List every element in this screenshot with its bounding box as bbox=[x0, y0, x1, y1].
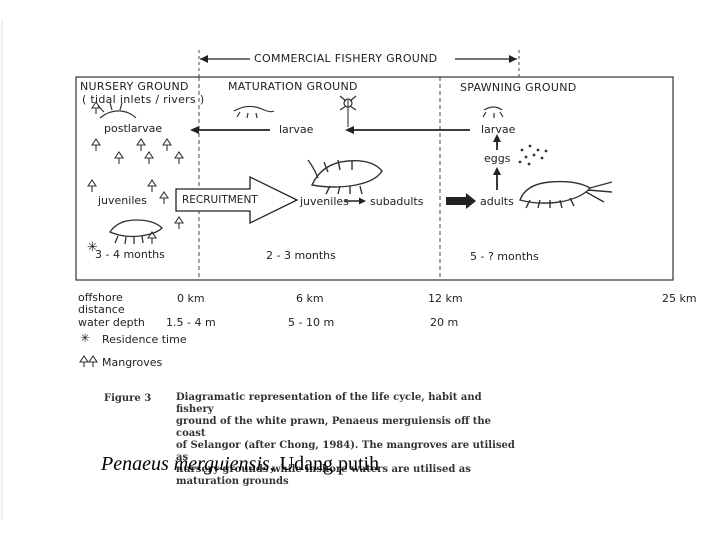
depth-3: 20 m bbox=[430, 316, 459, 329]
km-0: 0 km bbox=[177, 292, 205, 305]
commercial-fishery-banner: COMMERCIAL FISHERY GROUND bbox=[254, 52, 438, 65]
maturation-ground-label: MATURATION GROUND bbox=[228, 80, 358, 93]
juvenile-prawn-icon bbox=[109, 219, 163, 245]
nursery-ground-sublabel: ( tidal inlets / rivers ) bbox=[82, 93, 205, 106]
larva-nauplius-icon bbox=[339, 95, 357, 111]
km-6: 6 km bbox=[296, 292, 324, 305]
larvae-right-label: larvae bbox=[481, 123, 516, 136]
mangrove-icons bbox=[86, 101, 185, 244]
figure-caption-line: maturation grounds bbox=[176, 476, 289, 487]
residence-star-icon: ✳ bbox=[87, 240, 98, 255]
km-25: 25 km bbox=[662, 292, 697, 305]
diagram-frame bbox=[75, 76, 674, 281]
adults-label: adults bbox=[480, 195, 514, 208]
adult-prawn-icon bbox=[519, 180, 613, 209]
eggs-label: eggs bbox=[484, 152, 511, 165]
km-12: 12 km bbox=[428, 292, 463, 305]
residence-legend-icon: ✳ bbox=[80, 331, 91, 345]
residence-legend-text: Residence time bbox=[102, 333, 187, 346]
nursery-duration: 3 - 4 months bbox=[95, 248, 165, 261]
figure-caption: Diagramatic representation of the life c… bbox=[176, 392, 516, 488]
spawning-ground-label: SPAWNING GROUND bbox=[460, 81, 577, 94]
recruitment-arrow bbox=[175, 175, 299, 225]
offshore-label: offshore bbox=[78, 291, 123, 304]
figure-caption-line: ground of the white prawn, Penaeus mergu… bbox=[176, 416, 492, 439]
subadults-to-adults-arrow bbox=[446, 193, 476, 209]
mangrove-legend-icon bbox=[78, 355, 99, 367]
depth-2: 5 - 10 m bbox=[288, 316, 335, 329]
species-name: Penaeus merguiensis bbox=[101, 453, 270, 475]
mangrove-legend-text: Mangroves bbox=[102, 356, 163, 369]
figure-caption-line: nursery grounds while inshore waters are… bbox=[176, 464, 471, 475]
water-depth-label: water depth bbox=[78, 316, 145, 329]
figure-caption-line: of Selangor (after Chong, 1984). The man… bbox=[176, 440, 515, 463]
recruitment-label: RECRUITMENT bbox=[182, 194, 258, 206]
species-caption: Penaeus merguiensis, Udang putih bbox=[101, 453, 379, 476]
maturation-duration: 2 - 3 months bbox=[266, 249, 336, 262]
spawning-duration: 5 - ? months bbox=[470, 250, 539, 263]
subadult-prawn-icon bbox=[307, 159, 383, 195]
depth-1: 1.5 - 4 m bbox=[166, 316, 216, 329]
eggs-dots-icon bbox=[518, 144, 548, 166]
larva-mid-icon bbox=[233, 105, 275, 119]
subadults-label: subadults bbox=[370, 195, 424, 208]
postlarvae-label: postlarvae bbox=[104, 122, 163, 135]
figure-number: Figure 3 bbox=[104, 393, 152, 404]
nursery-ground-label: NURSERY GROUND bbox=[80, 80, 189, 93]
postlarvae-prawn-icon bbox=[97, 102, 137, 119]
juveniles-mid-label: juveniles bbox=[300, 195, 349, 208]
distance-label: distance bbox=[78, 303, 125, 316]
figure-caption-line: Diagramatic representation of the life c… bbox=[176, 392, 482, 415]
larvae-mid-label: larvae bbox=[279, 123, 314, 136]
juveniles-left-label: juveniles bbox=[98, 194, 147, 207]
common-name: , Udang putih bbox=[269, 453, 380, 475]
larva-right-icon bbox=[482, 106, 504, 118]
